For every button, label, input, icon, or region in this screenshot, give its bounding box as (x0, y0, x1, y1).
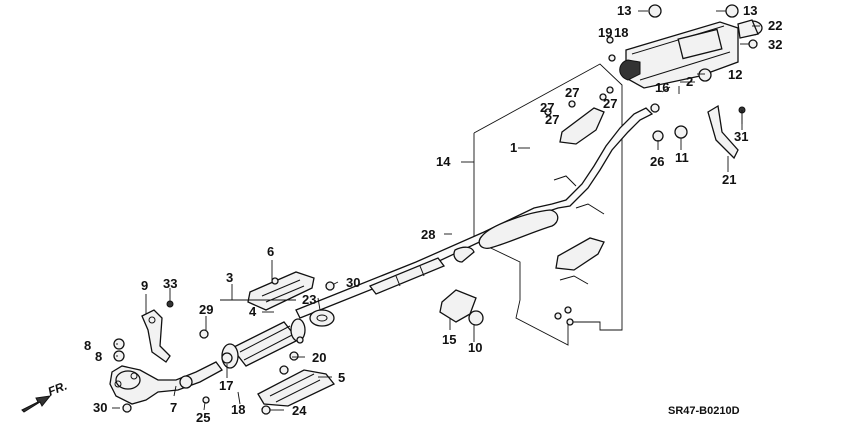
callout-21[interactable]: 21 (722, 172, 736, 187)
callout-16[interactable]: 16 (655, 80, 669, 95)
callout-29[interactable]: 29 (199, 302, 213, 317)
callout-18-lower[interactable]: 18 (231, 402, 245, 417)
callout-6[interactable]: 6 (267, 244, 274, 259)
fasteners[interactable] (113, 36, 758, 415)
front-direction-arrow-icon (21, 395, 52, 413)
diagram-code: SR47-B0210D (668, 405, 740, 417)
rubber-mounts[interactable] (468, 4, 739, 326)
callout-13-right[interactable]: 13 (743, 3, 757, 18)
front-direction-label: FR. (46, 379, 69, 399)
callout-15[interactable]: 15 (442, 332, 456, 347)
callout-27-a[interactable]: 27 (565, 85, 579, 100)
heat-shield-upper[interactable] (247, 271, 315, 311)
callout-19[interactable]: 19 (598, 25, 612, 40)
callout-8-lower[interactable]: 8 (95, 349, 102, 364)
callout-28[interactable]: 28 (421, 227, 435, 242)
callout-12[interactable]: 12 (728, 67, 742, 82)
callout-11[interactable]: 11 (675, 150, 689, 165)
callout-labels: 1 2 3 4 5 6 7 8 8 9 10 11 12 13 13 14 15… (84, 3, 782, 425)
callout-18-upper[interactable]: 18 (614, 25, 628, 40)
callout-32[interactable]: 32 (768, 37, 782, 52)
callout-8-upper[interactable]: 8 (84, 338, 91, 353)
heat-shield-lower[interactable] (257, 369, 336, 407)
leader-lines (112, 10, 760, 411)
callout-13-left[interactable]: 13 (617, 3, 631, 18)
callout-17[interactable]: 17 (219, 378, 233, 393)
callout-2[interactable]: 2 (686, 74, 693, 89)
callout-25[interactable]: 25 (196, 410, 210, 425)
callout-30-upper[interactable]: 30 (346, 275, 360, 290)
callout-33[interactable]: 33 (163, 276, 177, 291)
callout-22[interactable]: 22 (768, 18, 782, 33)
callout-31[interactable]: 31 (734, 129, 748, 144)
callout-10[interactable]: 10 (468, 340, 482, 355)
flange-gasket[interactable] (309, 309, 335, 327)
callout-26[interactable]: 26 (650, 154, 664, 169)
callout-1[interactable]: 1 (510, 140, 517, 155)
callout-24[interactable]: 24 (292, 403, 307, 418)
callout-27-b[interactable]: 27 (603, 96, 617, 111)
callout-5[interactable]: 5 (338, 370, 345, 385)
callout-9[interactable]: 9 (141, 278, 148, 293)
main-pipe[interactable] (295, 107, 654, 319)
callout-30-lower[interactable]: 30 (93, 400, 107, 415)
callout-27-c[interactable]: 27 (540, 100, 554, 115)
hanger-15[interactable] (439, 289, 477, 323)
callout-4[interactable]: 4 (249, 304, 257, 319)
callout-27-d[interactable]: 27 (545, 112, 559, 127)
heat-shields-right[interactable] (553, 107, 605, 285)
callout-3[interactable]: 3 (226, 270, 233, 285)
bracket-9[interactable] (141, 309, 171, 363)
catalytic-converter[interactable] (221, 318, 306, 369)
callout-20[interactable]: 20 (312, 350, 326, 365)
front-pipe[interactable] (109, 361, 223, 405)
callout-23[interactable]: 23 (302, 292, 316, 307)
callout-7[interactable]: 7 (170, 400, 177, 415)
callout-14[interactable]: 14 (436, 154, 451, 169)
